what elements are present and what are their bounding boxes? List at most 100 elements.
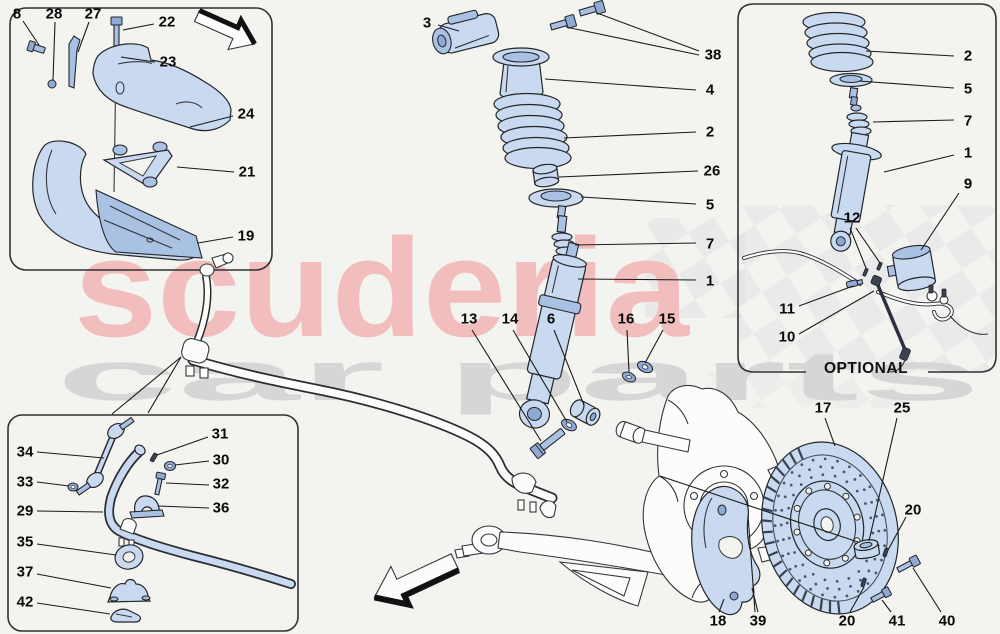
stabilizer-link-34 (75, 416, 135, 496)
callout-9: 9 (963, 175, 973, 193)
washer-15 (636, 360, 654, 374)
pin-12b (876, 261, 883, 271)
bushing-35 (114, 544, 144, 570)
bolt-41 (870, 586, 892, 603)
callout-21: 21 (238, 163, 256, 181)
bracket-37 (107, 578, 151, 603)
callout-24: 24 (237, 105, 255, 123)
shock-absorber-assembly (432, 0, 654, 459)
dust-boot-4 (492, 47, 550, 99)
callout-2: 2 (963, 47, 973, 65)
anti-roll-bar-main (181, 252, 552, 513)
callout-11: 11 (779, 300, 795, 318)
damper-body-1 (518, 241, 587, 429)
callout-41: 41 (888, 612, 906, 630)
callout-35: 35 (16, 533, 34, 551)
callout-17: 17 (814, 399, 832, 417)
brand-watermark-subtitle: car parts (56, 337, 981, 415)
pin-20a (882, 547, 889, 558)
callout-2: 2 (705, 123, 715, 141)
washer-14 (561, 418, 577, 432)
stay-27 (68, 35, 81, 89)
callout-3: 3 (422, 14, 432, 32)
direction-arrow-bottom-icon (373, 553, 461, 609)
top-mount-3 (432, 9, 500, 55)
callout-25: 25 (893, 399, 911, 417)
callout-5: 5 (705, 196, 715, 214)
callout-26: 26 (703, 162, 721, 180)
hub-nut-25 (853, 539, 881, 560)
bolt-13 (529, 428, 566, 459)
detail-box-optional (737, 3, 997, 373)
brake-disc-17 (761, 441, 899, 615)
callout-23: 23 (159, 53, 177, 71)
callout-20: 20 (904, 501, 922, 519)
callout-12: 12 (843, 209, 861, 227)
callout-14: 14 (501, 310, 519, 328)
callout-5: 5 (963, 80, 973, 98)
bolt-22 (113, 23, 120, 47)
cap-9 (886, 244, 937, 292)
bolt-40 (896, 554, 921, 573)
callout-39: 39 (749, 612, 767, 630)
detail-box-top-left (9, 7, 273, 271)
pin-31 (149, 452, 158, 463)
callout-8: 8 (12, 5, 22, 23)
leader-lines (22, 12, 960, 615)
callout-37: 37 (16, 563, 34, 581)
callout-29: 29 (16, 502, 34, 520)
bump-stop-26 (532, 163, 560, 188)
callout-28: 28 (45, 5, 63, 23)
callout-7: 7 (705, 235, 715, 253)
callout-19: 19 (237, 227, 255, 245)
checkered-flag-watermark (645, 205, 995, 408)
callout-38: 38 (704, 46, 722, 64)
pin-20b (860, 577, 867, 588)
lower-wishbone (454, 500, 701, 607)
optional-label: OPTIONAL (823, 360, 909, 377)
callout-27: 27 (84, 5, 102, 23)
callout-6: 6 (546, 310, 556, 328)
air-duct-19 (32, 140, 203, 261)
callout-34: 34 (16, 443, 34, 461)
callout-20: 20 (838, 612, 856, 630)
coil-spring-2 (493, 92, 572, 170)
bolt-32 (154, 471, 167, 496)
clip-42 (110, 608, 141, 623)
clamp-36 (129, 495, 165, 519)
nut-30 (164, 461, 176, 471)
callout-16: 16 (617, 310, 635, 328)
callout-36: 36 (212, 499, 230, 517)
callout-22: 22 (158, 13, 176, 31)
support-bracket-21 (102, 141, 173, 188)
callout-7: 7 (963, 112, 973, 130)
mount-bolt-38 (549, 14, 577, 31)
callout-1: 1 (963, 144, 973, 162)
callout-13: 13 (460, 310, 478, 328)
callout-18: 18 (709, 612, 727, 630)
nut-33 (67, 482, 79, 492)
callout-31: 31 (211, 425, 229, 443)
callout-33: 33 (16, 473, 34, 491)
mount-bolt-38b (578, 0, 606, 17)
optional-shock-assembly (742, 11, 989, 373)
callout-40: 40 (938, 612, 956, 630)
nut-28 (47, 79, 57, 89)
direction-arrow-top-left-icon (193, 8, 257, 51)
sensor-11 (845, 278, 864, 288)
detail-box-bottom-left (7, 414, 299, 632)
callout-30: 30 (212, 451, 230, 469)
bushing-6 (569, 399, 601, 426)
bolt-8 (26, 40, 46, 54)
washer-16 (621, 371, 637, 383)
anti-roll-bar-detail (67, 416, 291, 623)
callout-10: 10 (778, 328, 796, 346)
spring-seat-5 (528, 188, 584, 220)
sensor-rod-10 (875, 282, 908, 353)
callout-4: 4 (705, 81, 715, 99)
heat-shield-24 (92, 43, 232, 132)
callout-42: 42 (16, 593, 34, 611)
pin-12a (862, 267, 869, 277)
